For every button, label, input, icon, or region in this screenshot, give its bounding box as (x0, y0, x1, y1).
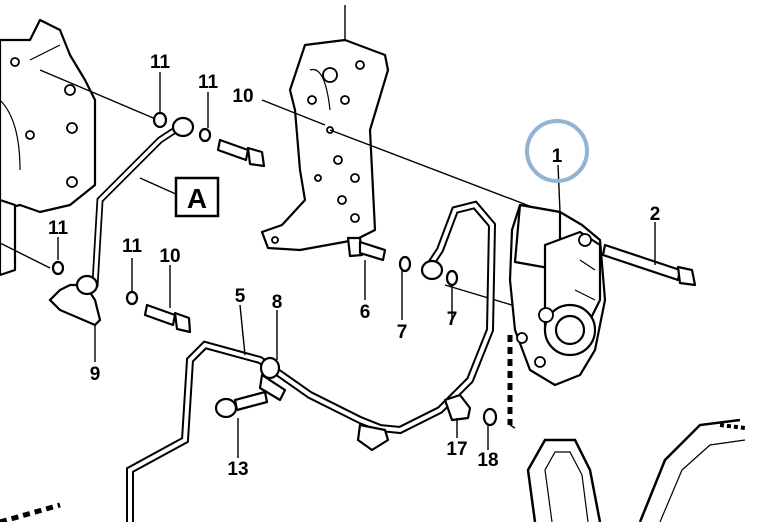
bracket-plate (260, 5, 390, 252)
callout-10b: 10 (159, 246, 180, 267)
dashed-line (0, 502, 61, 522)
callout-7a: 7 (397, 322, 408, 343)
callout-11d: 11 (122, 236, 143, 257)
bolt-10-top (216, 138, 266, 168)
callout-11a: 11 (150, 52, 171, 73)
callout-13: 13 (227, 459, 248, 480)
callout-18: 18 (477, 450, 498, 471)
callout-11b: 11 (198, 72, 219, 93)
callout-1: 1 (552, 146, 563, 167)
callout-7b: 7 (447, 309, 458, 330)
engine-block (0, 18, 97, 277)
callout-9: 9 (90, 364, 101, 385)
callout-6: 6 (360, 302, 371, 323)
bolt-6 (346, 236, 459, 287)
callout-5: 5 (235, 286, 246, 307)
view-a-label: A (187, 183, 207, 214)
bolt-2 (601, 243, 697, 287)
pipe-5 (126, 200, 497, 522)
leader-lines (57, 72, 656, 458)
pipe-assembly-9 (48, 111, 212, 327)
callout-17: 17 (446, 439, 467, 460)
callout-2: 2 (650, 204, 661, 225)
callout-10a: 10 (232, 86, 253, 107)
view-a-box (174, 176, 220, 218)
pump-unit-1 (507, 203, 607, 429)
drive-belt (526, 418, 746, 522)
callout-11c: 11 (48, 218, 69, 239)
callout-8: 8 (272, 292, 283, 313)
bolt-10-bottom (143, 303, 192, 334)
highlight-circle (525, 119, 589, 183)
bolt-13 (214, 390, 269, 419)
fitting-17 (443, 393, 498, 427)
